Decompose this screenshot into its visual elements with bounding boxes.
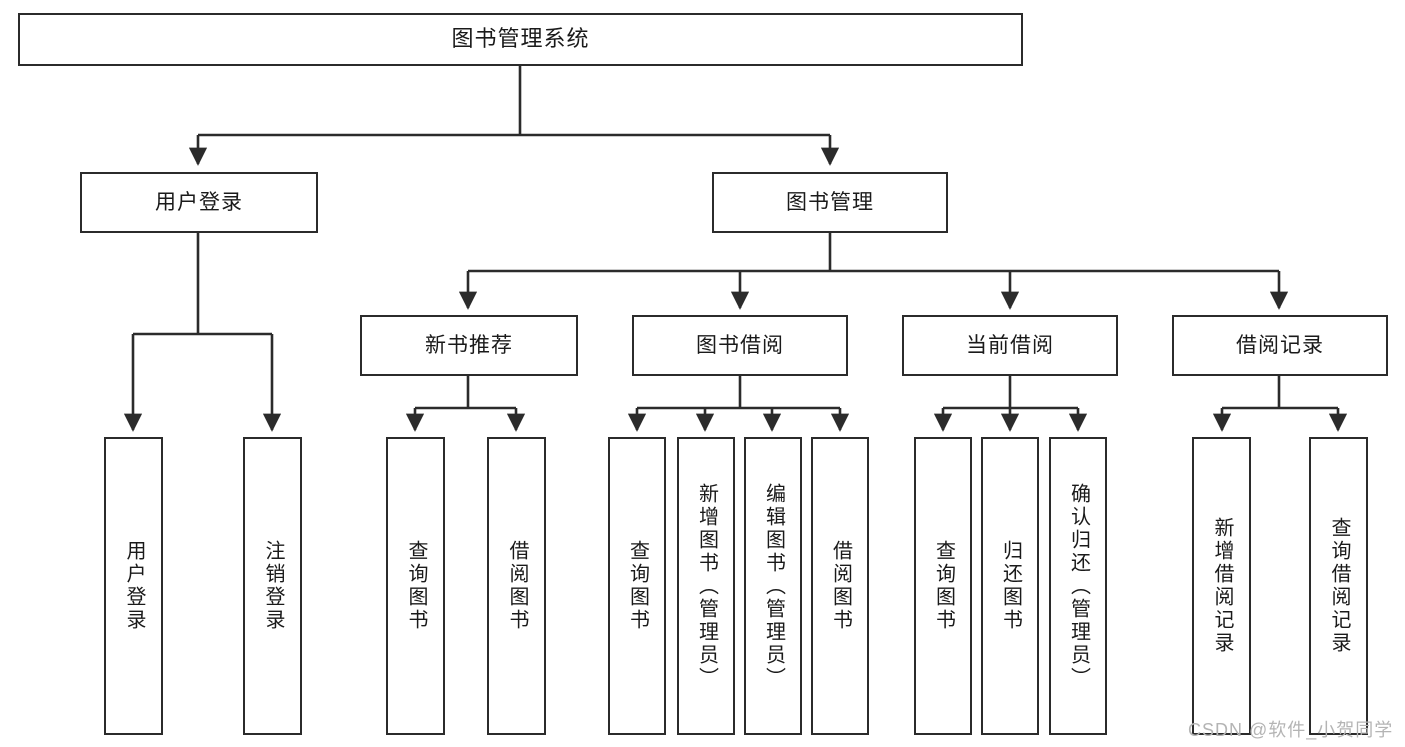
node-borrow-record[interactable]: 借阅记录 — [1172, 315, 1388, 376]
node-root-system[interactable]: 图书管理系统 — [18, 13, 1023, 66]
node-label: 注销登录 — [262, 540, 284, 632]
node-label: 图书管理系统 — [451, 26, 590, 52]
node-label: 新增借阅记录 — [1211, 517, 1233, 655]
leaf-current-borrow-query[interactable]: 查询图书 — [914, 437, 972, 735]
leaf-current-borrow-return[interactable]: 归还图书 — [981, 437, 1039, 735]
leaf-user-login-logout[interactable]: 注销登录 — [243, 437, 302, 735]
leaf-book-borrow-query[interactable]: 查询图书 — [608, 437, 666, 735]
node-label: 新书推荐 — [425, 333, 513, 357]
csdn-watermark: CSDN @软件_小贺同学 — [1188, 720, 1394, 740]
node-user-login[interactable]: 用户登录 — [80, 172, 318, 233]
node-label: 查询借阅记录 — [1328, 517, 1350, 655]
node-label: 查询图书 — [626, 540, 649, 632]
node-label: 图书管理 — [786, 190, 874, 214]
leaf-book-borrow-edit[interactable]: 编辑图书（管理员） — [744, 437, 802, 735]
node-label: 当前借阅 — [966, 333, 1054, 357]
node-book-borrow[interactable]: 图书借阅 — [632, 315, 848, 376]
leaf-current-borrow-confirm-return[interactable]: 确认归还（管理员） — [1049, 437, 1107, 735]
leaf-new-book-query[interactable]: 查询图书 — [386, 437, 445, 735]
node-label: 借阅图书 — [506, 540, 528, 632]
leaf-new-book-borrow[interactable]: 借阅图书 — [487, 437, 546, 735]
node-label: 用户登录 — [123, 540, 145, 632]
node-current-borrow[interactable]: 当前借阅 — [902, 315, 1118, 376]
node-label: 新增图书（管理员） — [695, 482, 718, 690]
leaf-book-borrow-borrow[interactable]: 借阅图书 — [811, 437, 869, 735]
node-label: 查询图书 — [932, 540, 955, 632]
node-new-book-recommend[interactable]: 新书推荐 — [360, 315, 578, 376]
node-label: 借阅图书 — [829, 540, 852, 632]
node-book-management[interactable]: 图书管理 — [712, 172, 948, 233]
node-label: 确认归还（管理员） — [1067, 482, 1090, 690]
node-label: 借阅记录 — [1236, 333, 1324, 357]
leaf-borrow-record-query[interactable]: 查询借阅记录 — [1309, 437, 1368, 735]
node-label: 图书借阅 — [696, 333, 784, 357]
leaf-borrow-record-add[interactable]: 新增借阅记录 — [1192, 437, 1251, 735]
node-label: 归还图书 — [999, 540, 1022, 632]
node-label: 编辑图书（管理员） — [762, 482, 785, 690]
node-label: 查询图书 — [405, 540, 427, 632]
node-label: 用户登录 — [155, 190, 243, 214]
leaf-book-borrow-add[interactable]: 新增图书（管理员） — [677, 437, 735, 735]
leaf-user-login-login[interactable]: 用户登录 — [104, 437, 163, 735]
